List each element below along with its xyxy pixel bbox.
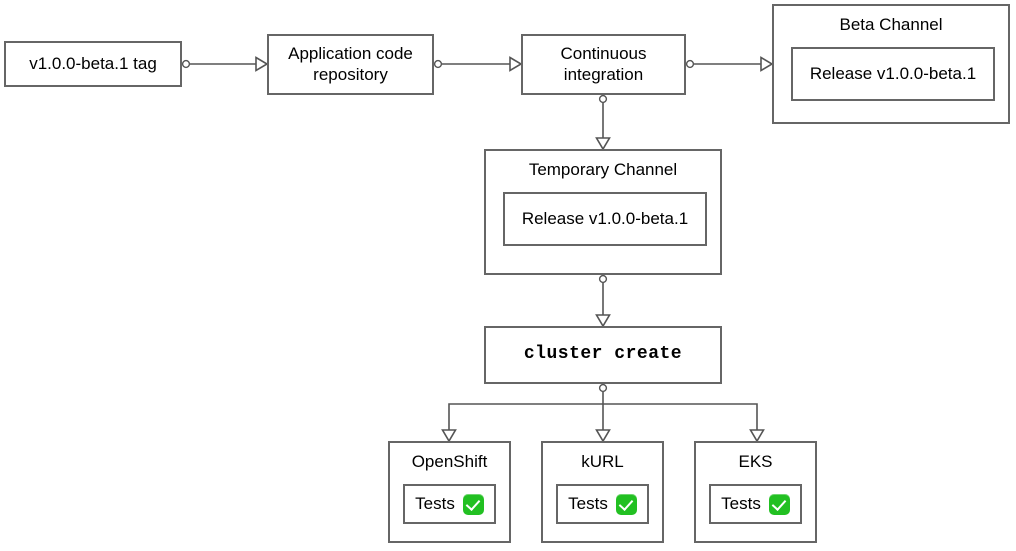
- white-check-mark-icon: [768, 493, 790, 515]
- node-version-tag[interactable]: v1.0.0-beta.1 tag: [4, 41, 182, 87]
- edge-ci-to-temporary-channel: [595, 94, 611, 151]
- container-eks-title: EKS: [738, 452, 773, 471]
- node-eks-tests[interactable]: Tests: [709, 484, 802, 524]
- node-application-code-repository[interactable]: Application code repository: [267, 34, 434, 95]
- node-cluster-create[interactable]: cluster create: [484, 326, 722, 384]
- container-beta-channel[interactable]: Beta Channel Release v1.0.0-beta.1: [772, 4, 1010, 124]
- node-beta-channel-release-label: Release v1.0.0-beta.1: [809, 63, 977, 83]
- kurl-tests-row: Tests: [568, 493, 637, 515]
- node-beta-channel-release[interactable]: Release v1.0.0-beta.1: [791, 47, 995, 101]
- kurl-tests-label: Tests: [568, 493, 608, 513]
- openshift-tests-label: Tests: [415, 493, 455, 513]
- edge-repo-to-ci: [433, 56, 523, 72]
- container-openshift-title: OpenShift: [411, 452, 488, 471]
- node-temporary-channel-release-label: Release v1.0.0-beta.1: [521, 208, 689, 228]
- container-temporary-channel[interactable]: Temporary Channel Release v1.0.0-beta.1: [484, 149, 722, 275]
- node-application-code-repository-label: Application code repository: [288, 44, 413, 84]
- edge-tag-to-repo: [181, 56, 269, 72]
- container-eks[interactable]: EKS Tests: [694, 441, 817, 543]
- node-continuous-integration-label: Continuous integration: [560, 44, 647, 84]
- eks-tests-label: Tests: [721, 493, 761, 513]
- container-kurl[interactable]: kURL Tests: [541, 441, 664, 543]
- node-cluster-create-label: cluster create: [523, 344, 683, 365]
- white-check-mark-icon: [462, 493, 484, 515]
- white-check-mark-icon: [615, 493, 637, 515]
- container-beta-channel-title: Beta Channel: [839, 15, 943, 34]
- node-continuous-integration[interactable]: Continuous integration: [521, 34, 686, 95]
- openshift-tests-row: Tests: [415, 493, 484, 515]
- edge-ci-to-beta-channel: [685, 56, 774, 72]
- edge-temporary-channel-to-cluster-create: [595, 274, 611, 328]
- node-openshift-tests[interactable]: Tests: [403, 484, 496, 524]
- container-openshift[interactable]: OpenShift Tests: [388, 441, 511, 543]
- edge-cluster-create-to-targets: [441, 383, 765, 443]
- container-temporary-channel-title: Temporary Channel: [528, 160, 678, 179]
- node-temporary-channel-release[interactable]: Release v1.0.0-beta.1: [503, 192, 707, 246]
- container-kurl-title: kURL: [581, 452, 624, 471]
- node-kurl-tests[interactable]: Tests: [556, 484, 649, 524]
- eks-tests-row: Tests: [721, 493, 790, 515]
- node-version-tag-label: v1.0.0-beta.1 tag: [29, 53, 157, 73]
